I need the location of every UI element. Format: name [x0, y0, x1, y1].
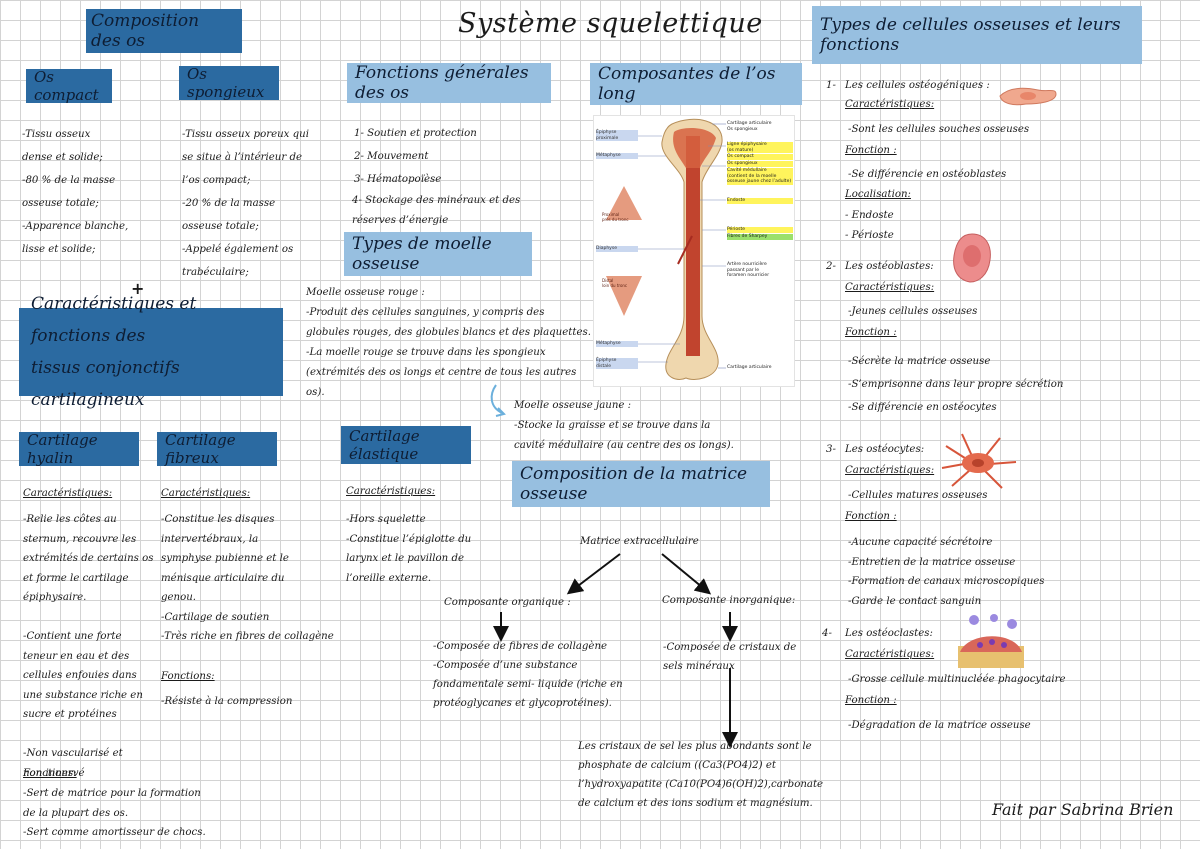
cellule-1-num: 1- — [826, 80, 836, 91]
cellule-1-loc-text: - Endoste - Périoste — [845, 210, 894, 241]
matrice-root: Matrice extracellulaire — [580, 536, 699, 547]
curved-arrow-icon — [490, 384, 506, 417]
page-title: Système squelettique — [458, 8, 763, 39]
cellule-1-car-text: -Sont les cellules souches osseuses — [848, 124, 1030, 135]
hyalin-caracteristiques-text: -Relie les côtes au sternum, recouvre le… — [23, 514, 154, 779]
fibreux-fonctions-text: -Résiste à la compression — [161, 696, 293, 707]
cellule-3-num: 3- — [826, 444, 836, 455]
label-cartilage-articulaire-bottom: Cartilage articulaire — [727, 365, 772, 370]
cellule-4-fn-label: Fonction : — [845, 695, 897, 706]
fibreux-caracteristiques-text: -Constitue les disques intervertébraux, … — [161, 514, 334, 642]
cellule-1-fn-label: Fonction : — [845, 145, 897, 156]
label-ligne-epiphysaire: Ligne épiphysaire (os mature) — [727, 142, 793, 153]
cellule-1-loc-label: Localisation: — [845, 189, 911, 200]
cellule-2-fn-label: Fonction : — [845, 327, 897, 338]
label-diaphyse: Diaphyse — [596, 246, 638, 252]
label-os-spongieux-2: Os spongieux — [727, 161, 793, 167]
hyalin-fonctions-label: Fonctions: — [23, 768, 77, 779]
cellule-1-name: Les cellules ostéogéniques : — [845, 80, 990, 91]
label-metaphyse-top: Métaphyse — [596, 153, 638, 159]
os-compact-label: Os compact — [26, 68, 112, 104]
cellule-4-fn-text: -Dégradation de la matrice osseuse — [848, 720, 1031, 731]
cellules-header: Types de cellules osseuses et leurs fonc… — [812, 6, 1142, 64]
label-os-compact: Os compact — [727, 154, 793, 160]
fonctions-generales-header: Fonctions générales des os — [347, 63, 551, 103]
cellule-4-num: 4- — [822, 628, 832, 639]
label-cartilage-articulaire-top: Cartilage articulaire — [727, 121, 772, 126]
cartilage-hyalin-label: Cartilage hyalin — [19, 431, 139, 467]
cellule-2-num: 2- — [826, 261, 836, 272]
composante-organique-label: Composante organique : — [444, 597, 571, 608]
cellule-4-name: Les ostéoclastes: — [845, 628, 933, 639]
os-compact-text: -Tissu osseux dense et solide; -80 % de … — [22, 129, 129, 255]
cellule-1-car-label: Caractéristiques: — [845, 99, 935, 110]
cellule-3-car-label: Caractéristiques: — [845, 465, 935, 476]
osteocyte-cell-icon — [941, 433, 1017, 489]
os-long-diagram: Épiphyse proximale Métaphyse Proximal pr… — [593, 115, 795, 387]
fonction-item-2: 2- Mouvement — [354, 151, 429, 162]
os-spongieux-text: -Tissu osseux poreux qui se situe à l’in… — [182, 129, 309, 278]
os-long-header: Composantes de l’os long — [590, 63, 802, 105]
label-epiphyse-distale: Épiphyse distale — [596, 358, 638, 369]
cellule-2-car-label: Caractéristiques: — [845, 282, 935, 293]
cellule-3-car-text: -Cellules matures osseuses — [848, 490, 988, 501]
cellule-3-fn-text: -Aucune capacité sécrétoire -Entretien d… — [848, 537, 1045, 607]
fonction-item-4: 4- Stockage des minéraux et des réserves… — [352, 195, 521, 226]
os-spongieux-label: Os spongieux — [179, 65, 279, 101]
cellule-3-name: Les ostéocytes: — [845, 444, 925, 455]
hyalin-fonctions-text: -Sert de matrice pour la formation de la… — [23, 788, 206, 838]
elastique-caracteristiques-label: Caractéristiques: — [346, 486, 436, 497]
fonction-item-3: 3- Hématopoïèse — [354, 174, 442, 185]
cartilage-fibreux-label: Cartilage fibreux — [157, 431, 277, 467]
moelle-rouge-text: Moelle osseuse rouge : -Produit des cell… — [306, 287, 591, 398]
cartilage-header: Caractéristiques et fonctions des tissus… — [19, 294, 283, 410]
cellule-4-car-text: -Grosse cellule multinucléée phagocytair… — [848, 674, 1066, 685]
fonction-item-1: 1- Soutien et protection — [354, 128, 477, 139]
composante-organique-text: -Composée de fibres de collagène -Compos… — [433, 641, 623, 709]
fibreux-caracteristiques-label: Caractéristiques: — [161, 488, 251, 499]
label-os-spongieux-1: Os spongieux — [727, 127, 758, 132]
osteogenic-cell-icon — [999, 87, 1057, 106]
elastique-caracteristiques-text: -Hors squelette -Constitue l’épiglotte d… — [346, 514, 472, 584]
composante-inorganique-text: -Composée de cristaux de sels minéraux — [663, 642, 797, 672]
fibreux-fonctions-label: Fonctions: — [161, 671, 215, 682]
label-fibres-sharpey: Fibres de Sharpey — [727, 234, 793, 240]
composition-header: Composition des os — [86, 9, 242, 53]
cellule-2-fn-text: -Sécrète la matrice osseuse -S’emprisonn… — [848, 356, 1064, 413]
hyalin-caracteristiques-label: Caractéristiques: — [23, 488, 113, 499]
label-epiphyse-proximale: Épiphyse proximale — [596, 130, 638, 141]
matrice-arrows — [493, 553, 738, 748]
osteoclast-cell-icon — [958, 614, 1024, 668]
label-distal: Distal loin du tronc — [602, 278, 628, 288]
signature: Fait par Sabrina Brien — [992, 800, 1174, 819]
cellule-2-car-text: -Jeunes cellules osseuses — [848, 306, 978, 317]
cellule-3-fn-label: Fonction : — [845, 511, 897, 522]
moelle-header: Types de moelle osseuse — [344, 232, 532, 276]
cellule-2-name: Les ostéoblastes: — [845, 261, 934, 272]
label-proximal: Proximal près du tronc — [602, 212, 629, 222]
label-artere-nourriciere: Artère nourricière passant par le forame… — [727, 262, 770, 278]
label-perioste: Périoste — [727, 227, 793, 233]
composante-inorganique-label: Composante inorganique: — [662, 595, 796, 606]
moelle-jaune-text: Moelle osseuse jaune : -Stocke la graiss… — [514, 400, 734, 451]
label-metaphyse-bottom: Métaphyse — [596, 341, 638, 347]
plus-sign: + — [131, 279, 145, 298]
label-cavite-medullaire: Cavité médullaire (contient de la moelle… — [727, 168, 793, 185]
osteoblast-cell-icon — [953, 233, 991, 283]
label-endoste: Endoste — [727, 198, 793, 204]
cristaux-text: Les cristaux de sel les plus abondants s… — [578, 741, 824, 809]
cellule-1-fn-text: -Se différencie en ostéoblastes — [848, 169, 1007, 180]
cellule-4-car-label: Caractéristiques: — [845, 649, 935, 660]
matrice-header: Composition de la matrice osseuse — [512, 461, 770, 507]
cartilage-elastique-label: Cartilage élastique — [341, 426, 471, 464]
